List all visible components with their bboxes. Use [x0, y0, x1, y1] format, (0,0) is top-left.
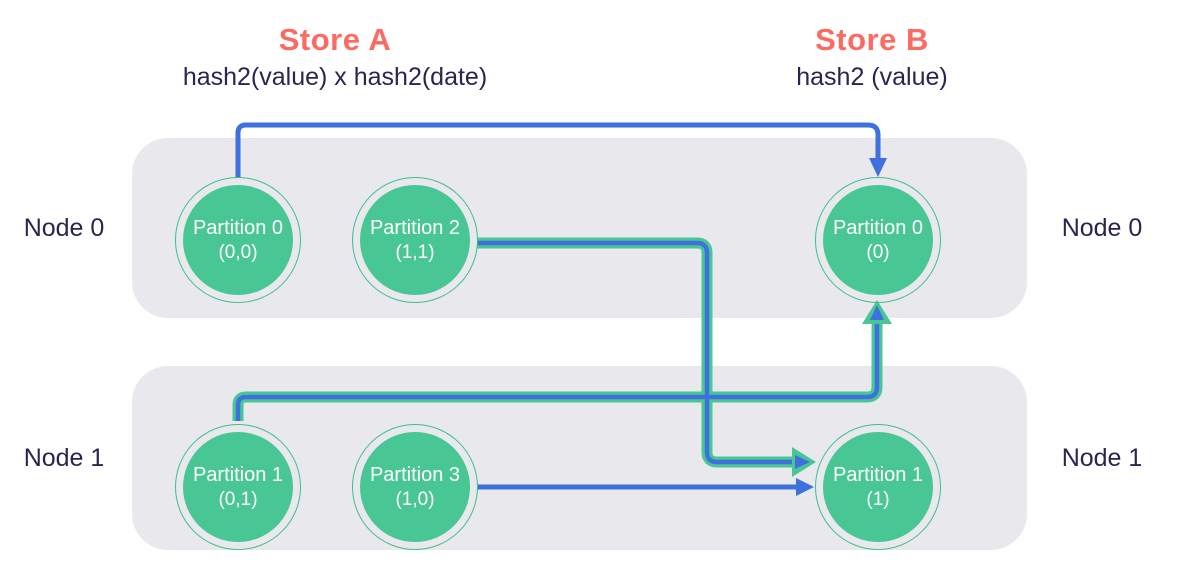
partition-coords: (1)	[866, 488, 890, 510]
edge-p1-to-bp0-casing	[232, 321, 883, 421]
partition-name: Partition 0	[832, 216, 924, 239]
partition-circle-a2-body: Partition 2 (1,1)	[360, 185, 470, 295]
edge-p0-to-bp0	[235, 122, 881, 178]
partition-circle-a3-body: Partition 3 (1,0)	[360, 432, 470, 542]
partition-circle-b1-body: Partition 1 (1)	[823, 432, 933, 542]
partition-circle-a2: Partition 2 (1,1)	[352, 177, 478, 303]
partition-circle-b1: Partition 1 (1)	[815, 424, 941, 550]
partition-circle-a1: Partition 1 (0,1)	[175, 424, 301, 550]
partition-coords: (0)	[866, 241, 890, 263]
partition-coords: (1,1)	[395, 241, 435, 263]
node-label-right-1: Node 1	[1061, 443, 1143, 472]
node-label-right-0: Node 0	[1061, 213, 1143, 242]
node-label-left-1: Node 1	[23, 443, 105, 472]
partition-coords: (1,0)	[395, 488, 435, 510]
store-a-subtitle: hash2(value) x hash2(date)	[182, 63, 488, 91]
partition-circle-a1-body: Partition 1 (0,1)	[183, 432, 293, 542]
partition-coords: (0,0)	[218, 241, 258, 263]
partition-circle-a3: Partition 3 (1,0)	[352, 424, 478, 550]
edge-p2-to-bp1-casing	[477, 237, 795, 468]
arrowhead-bp0-pipe-inner	[870, 305, 884, 320]
store-b-subtitle: hash2 (value)	[796, 63, 948, 91]
partition-circle-b0-body: Partition 0 (0)	[823, 185, 933, 295]
arrowhead-bp1-blue	[796, 478, 814, 496]
node-label-left-0: Node 0	[23, 213, 105, 242]
partition-name: Partition 1	[192, 463, 284, 486]
edge-p2-to-bp1-core	[477, 240, 795, 465]
arrowhead-bp1-pipe-inner	[795, 455, 810, 469]
partition-name: Partition 2	[369, 216, 461, 239]
arrowhead-bp0-blue	[869, 158, 887, 177]
partition-coords: (0,1)	[218, 488, 258, 510]
partition-circle-a0-body: Partition 0 (0,0)	[183, 185, 293, 295]
store-a-header: Store A hash2(value) x hash2(date)	[135, 22, 535, 92]
partition-name: Partition 3	[369, 463, 461, 486]
store-b-title: Store B	[815, 22, 929, 57]
partition-circle-a0: Partition 0 (0,0)	[175, 177, 301, 303]
store-b-header: Store B hash2 (value)	[672, 22, 1072, 92]
partition-circle-b0: Partition 0 (0)	[815, 177, 941, 303]
partition-name: Partition 1	[832, 463, 924, 486]
store-a-title: Store A	[278, 22, 392, 57]
partition-name: Partition 0	[192, 216, 284, 239]
edge-p1-to-bp0-core	[235, 321, 880, 421]
